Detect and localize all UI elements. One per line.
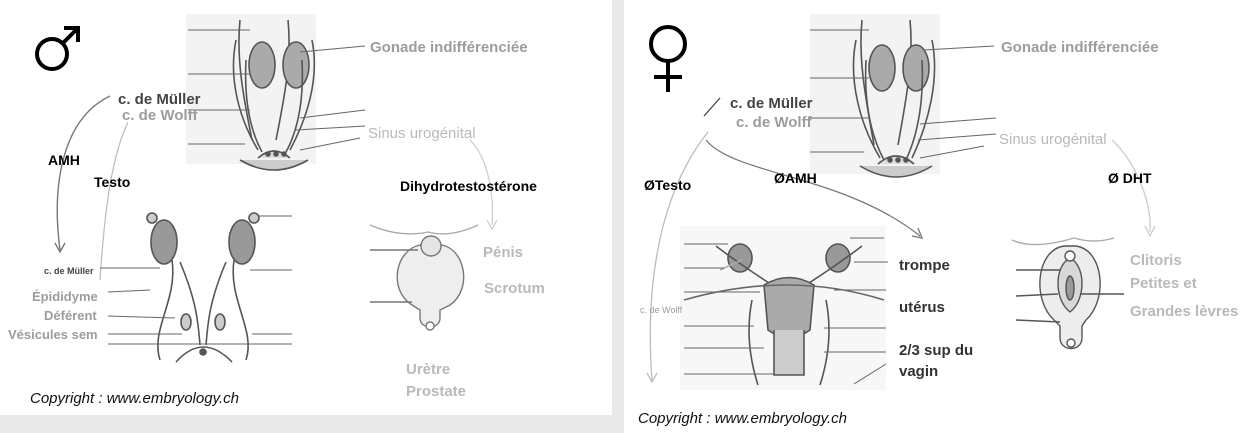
male-internal-leader-lines xyxy=(100,216,292,344)
trompe-label: trompe xyxy=(899,258,950,273)
female-wolff-small-label: c. de Wolff xyxy=(640,306,682,315)
deferent-label: Déférent xyxy=(44,309,97,322)
clitoris-label: Clitoris xyxy=(1130,253,1182,268)
male-external-drawing xyxy=(370,225,478,330)
male-diagram-svg xyxy=(0,0,612,415)
testo-arrow xyxy=(100,122,128,280)
petites-label: Petites et xyxy=(1130,276,1197,291)
dht-label: Dihydrotestostérone xyxy=(400,179,537,193)
grandes-label: Grandes lèvres xyxy=(1130,304,1238,319)
female-wolff-label: c. de Wolff xyxy=(736,115,812,130)
uterus-drawing xyxy=(680,226,886,390)
male-panel: Gonade indifférenciée c. de Müller c. de… xyxy=(0,0,612,415)
female-diagram-svg xyxy=(624,0,1258,433)
male-internal-drawing xyxy=(147,213,259,362)
prostate-label: Prostate xyxy=(406,384,466,399)
female-indifferent-gonad-drawing xyxy=(810,14,940,177)
epididyme-label: Épididyme xyxy=(32,290,98,303)
male-gonade-label: Gonade indifférenciée xyxy=(370,40,528,55)
indifferent-gonad-drawing xyxy=(186,14,316,170)
female-sinus-label: Sinus urogénital xyxy=(999,132,1107,147)
no-amh-label: ØAMH xyxy=(774,171,817,185)
male-sinus-label: Sinus urogénital xyxy=(368,126,476,141)
uretre-label: Urètre xyxy=(406,362,450,377)
penis-label: Pénis xyxy=(483,245,523,260)
uterus-label: utérus xyxy=(899,300,945,315)
male-muller-label: c. de Müller xyxy=(118,92,201,107)
no-testo-label: ØTesto xyxy=(644,178,691,192)
vagin-label-line1: 2/3 sup du xyxy=(899,343,973,358)
vagin-label-line2: vagin xyxy=(899,364,938,379)
male-muller-small-label: c. de Müller xyxy=(44,267,94,276)
male-copyright: Copyright : www.embryology.ch xyxy=(30,391,239,406)
vesicules-label: Vésicules sem xyxy=(8,328,98,341)
no-dht-label: Ø DHT xyxy=(1108,171,1152,185)
female-panel: Gonade indifférenciée c. de Müller c. de… xyxy=(624,0,1258,433)
scrotum-label: Scrotum xyxy=(484,281,545,296)
male-wolff-label: c. de Wolff xyxy=(122,108,198,123)
female-symbol-icon xyxy=(651,27,685,92)
male-symbol-icon xyxy=(37,28,78,69)
female-muller-label: c. de Müller xyxy=(730,96,813,111)
amh-label: AMH xyxy=(48,153,80,167)
testo-label: Testo xyxy=(94,175,130,189)
vulva-drawing xyxy=(1012,238,1124,349)
female-copyright: Copyright : www.embryology.ch xyxy=(638,411,847,426)
female-gonade-label: Gonade indifférenciée xyxy=(1001,40,1159,55)
